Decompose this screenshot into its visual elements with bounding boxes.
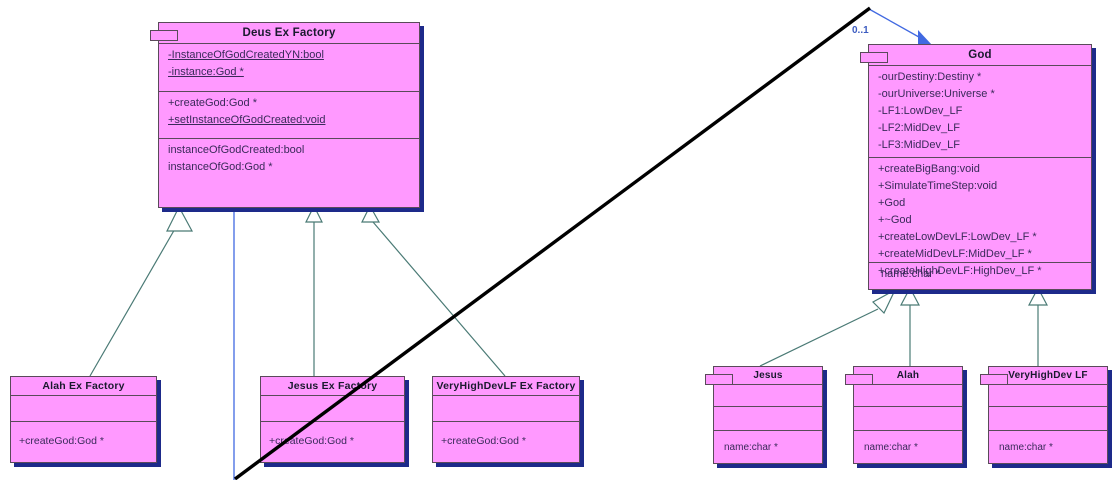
class-box-god[interactable]: God -ourDestiny:Destiny * -ourUniverse:U… <box>860 44 1092 291</box>
class-box-alah-ex-factory[interactable]: Alah Ex Factory +createGod:God * <box>10 376 157 463</box>
operation-row: +createGod:God * <box>441 435 526 447</box>
operation-row: +createGod:God * <box>168 97 257 109</box>
operation-row: +God <box>878 197 906 209</box>
extra-compartment: name:char * <box>714 430 822 464</box>
multiplicity-label-0-1: 0..1 <box>852 25 869 36</box>
class-box-jesus[interactable]: Jesus name:char * <box>705 366 823 464</box>
operations-compartment: +createGod:God * +setInstanceOfGodCreate… <box>159 91 419 138</box>
extra-compartment: name:char * <box>854 430 962 464</box>
class-title-alah-ex-factory: Alah Ex Factory <box>42 380 125 392</box>
operation-row: +createHighDevLF:HighDev_LF * <box>878 265 1042 277</box>
operation-row: +createBigBang:void <box>878 163 980 175</box>
class-tab-icon <box>860 52 888 63</box>
class-title-veryhighdevlf-ex-factory: VeryHighDevLF Ex Factory <box>436 380 576 392</box>
operations-compartment: +createGod:God * <box>11 421 156 463</box>
attribute-row: -LF3:MidDev_LF <box>878 139 960 151</box>
generalization-alah-god <box>900 286 920 366</box>
attributes-compartment <box>433 395 579 421</box>
generalization-veryhighdevlf-god <box>1028 286 1048 366</box>
operation-row: +SimulateTimeStep:void <box>878 180 998 192</box>
class-tab-icon <box>845 374 873 385</box>
extra-row: name:char * <box>999 442 1053 453</box>
class-box-veryhighdevlf-ex-factory[interactable]: VeryHighDevLF Ex Factory +createGod:God … <box>432 376 580 463</box>
extra-compartment: instanceOfGodCreated:bool instanceOfGod:… <box>159 138 419 186</box>
class-box-alah[interactable]: Alah name:char * <box>845 366 963 464</box>
class-tab-icon <box>980 374 1008 385</box>
generalization-alahexfactory-deus <box>89 205 194 377</box>
attributes-compartment <box>714 384 822 406</box>
operations-compartment <box>989 406 1107 430</box>
attribute-row: -ourDestiny:Destiny * <box>878 71 982 83</box>
class-tab-icon <box>150 30 178 41</box>
extra-row: name:char * <box>864 442 918 453</box>
attributes-compartment <box>11 395 156 421</box>
attribute-row: -LF2:MidDev_LF <box>878 122 960 134</box>
class-title-god: God <box>968 49 992 61</box>
class-box-jesus-ex-factory[interactable]: Jesus Ex Factory +createGod:God * <box>260 376 405 463</box>
operation-row: +createGod:God * <box>269 435 354 447</box>
attribute-row: -InstanceOfGodCreatedYN:bool <box>168 49 324 61</box>
class-title-veryhighdev-lf: VeryHighDev LF <box>1008 370 1088 381</box>
operations-compartment <box>854 406 962 430</box>
attribute-row: -LF1:LowDev_LF <box>878 105 963 117</box>
attributes-compartment <box>261 395 404 421</box>
association-deus-god-arrow <box>868 8 932 45</box>
operation-row: +~God <box>878 214 912 226</box>
extra-row: name:char * <box>881 268 941 280</box>
class-title-jesus-ex-factory: Jesus Ex Factory <box>287 380 378 392</box>
operations-compartment: +createGod:God * <box>433 421 579 463</box>
extra-row: instanceOfGod:God * <box>168 161 273 173</box>
attribute-row: -ourUniverse:Universe * <box>878 88 995 100</box>
attributes-compartment <box>854 384 962 406</box>
class-box-deus-ex-factory[interactable]: Deus Ex Factory -InstanceOfGodCreatedYN:… <box>150 22 420 208</box>
attributes-compartment: -InstanceOfGodCreatedYN:bool -instance:G… <box>159 43 419 91</box>
operation-row: +createGod:God * <box>19 435 104 447</box>
extra-compartment: name:char * <box>989 430 1107 464</box>
attributes-compartment <box>989 384 1107 406</box>
generalization-jesus-god <box>759 288 897 367</box>
extra-compartment: name:char * <box>869 262 1091 291</box>
class-tab-icon <box>705 374 733 385</box>
operation-row: +createMidDevLF:MidDev_LF * <box>878 248 1032 260</box>
operations-compartment: +createBigBang:void +SimulateTimeStep:vo… <box>869 157 1091 277</box>
attribute-row: -instance:God * <box>168 66 244 78</box>
generalization-veryhighdevlfexfactory-deus <box>361 204 506 377</box>
generalization-jesusexfactory-deus <box>305 204 323 376</box>
attributes-compartment: -ourDestiny:Destiny * -ourUniverse:Unive… <box>869 65 1091 157</box>
class-title-alah: Alah <box>896 370 920 381</box>
extra-row: name:char * <box>724 442 778 453</box>
class-box-veryhighdev-lf[interactable]: VeryHighDev LF name:char * <box>980 366 1108 464</box>
operation-row: +setInstanceOfGodCreated:void <box>168 114 326 126</box>
operation-row: +createLowDevLF:LowDev_LF * <box>878 231 1037 243</box>
operations-compartment: +createGod:God * <box>261 421 404 463</box>
operations-compartment <box>714 406 822 430</box>
extra-row: instanceOfGodCreated:bool <box>168 144 305 156</box>
class-title-deus-ex-factory: Deus Ex Factory <box>242 27 336 39</box>
